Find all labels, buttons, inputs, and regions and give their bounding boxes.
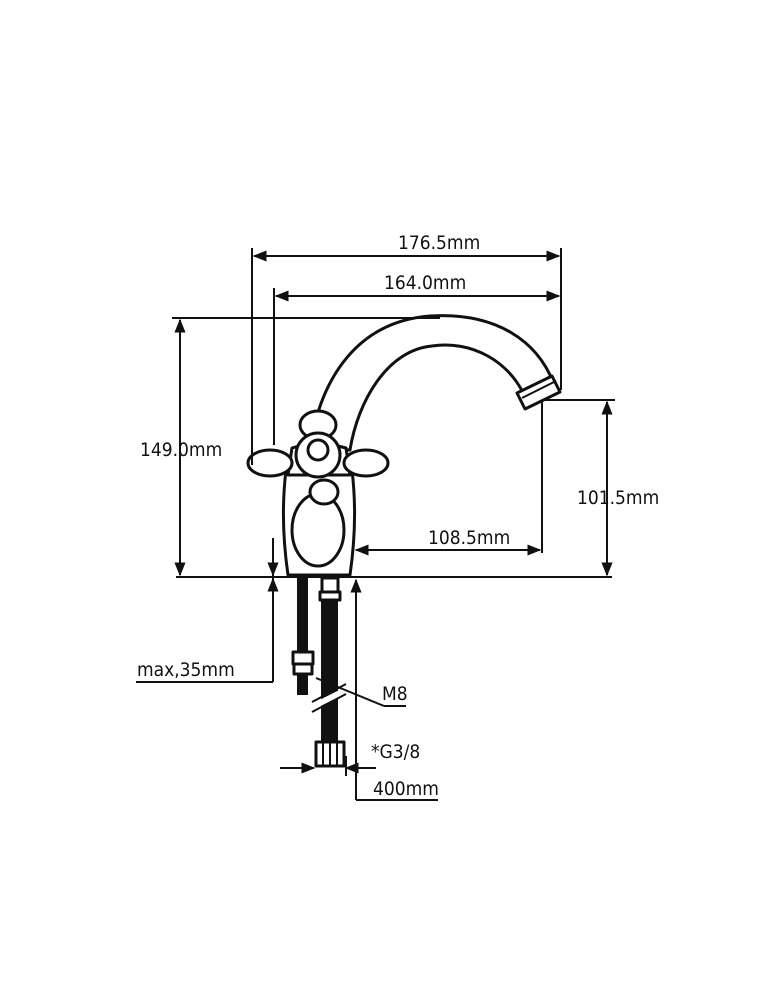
cross-handle [246,409,390,506]
stud-thread-label: M8 [382,683,408,705]
spout-axis-reach-label: 108.5mm [428,527,510,549]
hose-connection-label: *G3/8 [371,741,420,763]
spout-outlet-height-label: 101.5mm [577,487,659,509]
supply-hoses [291,576,348,768]
faucet-outline [246,314,562,577]
mounting-stud [297,577,308,695]
dimension-lines [136,248,615,801]
hose-length-label: 400mm [373,778,439,800]
spout [308,314,558,452]
max-thickness-label: max,35mm [137,659,235,681]
overall-width-label: 176.5mm [398,232,480,254]
overall-height-label: 149.0mm [140,439,222,461]
flexible-hose [321,577,338,747]
spout-reach-label: 164.0mm [384,272,466,294]
